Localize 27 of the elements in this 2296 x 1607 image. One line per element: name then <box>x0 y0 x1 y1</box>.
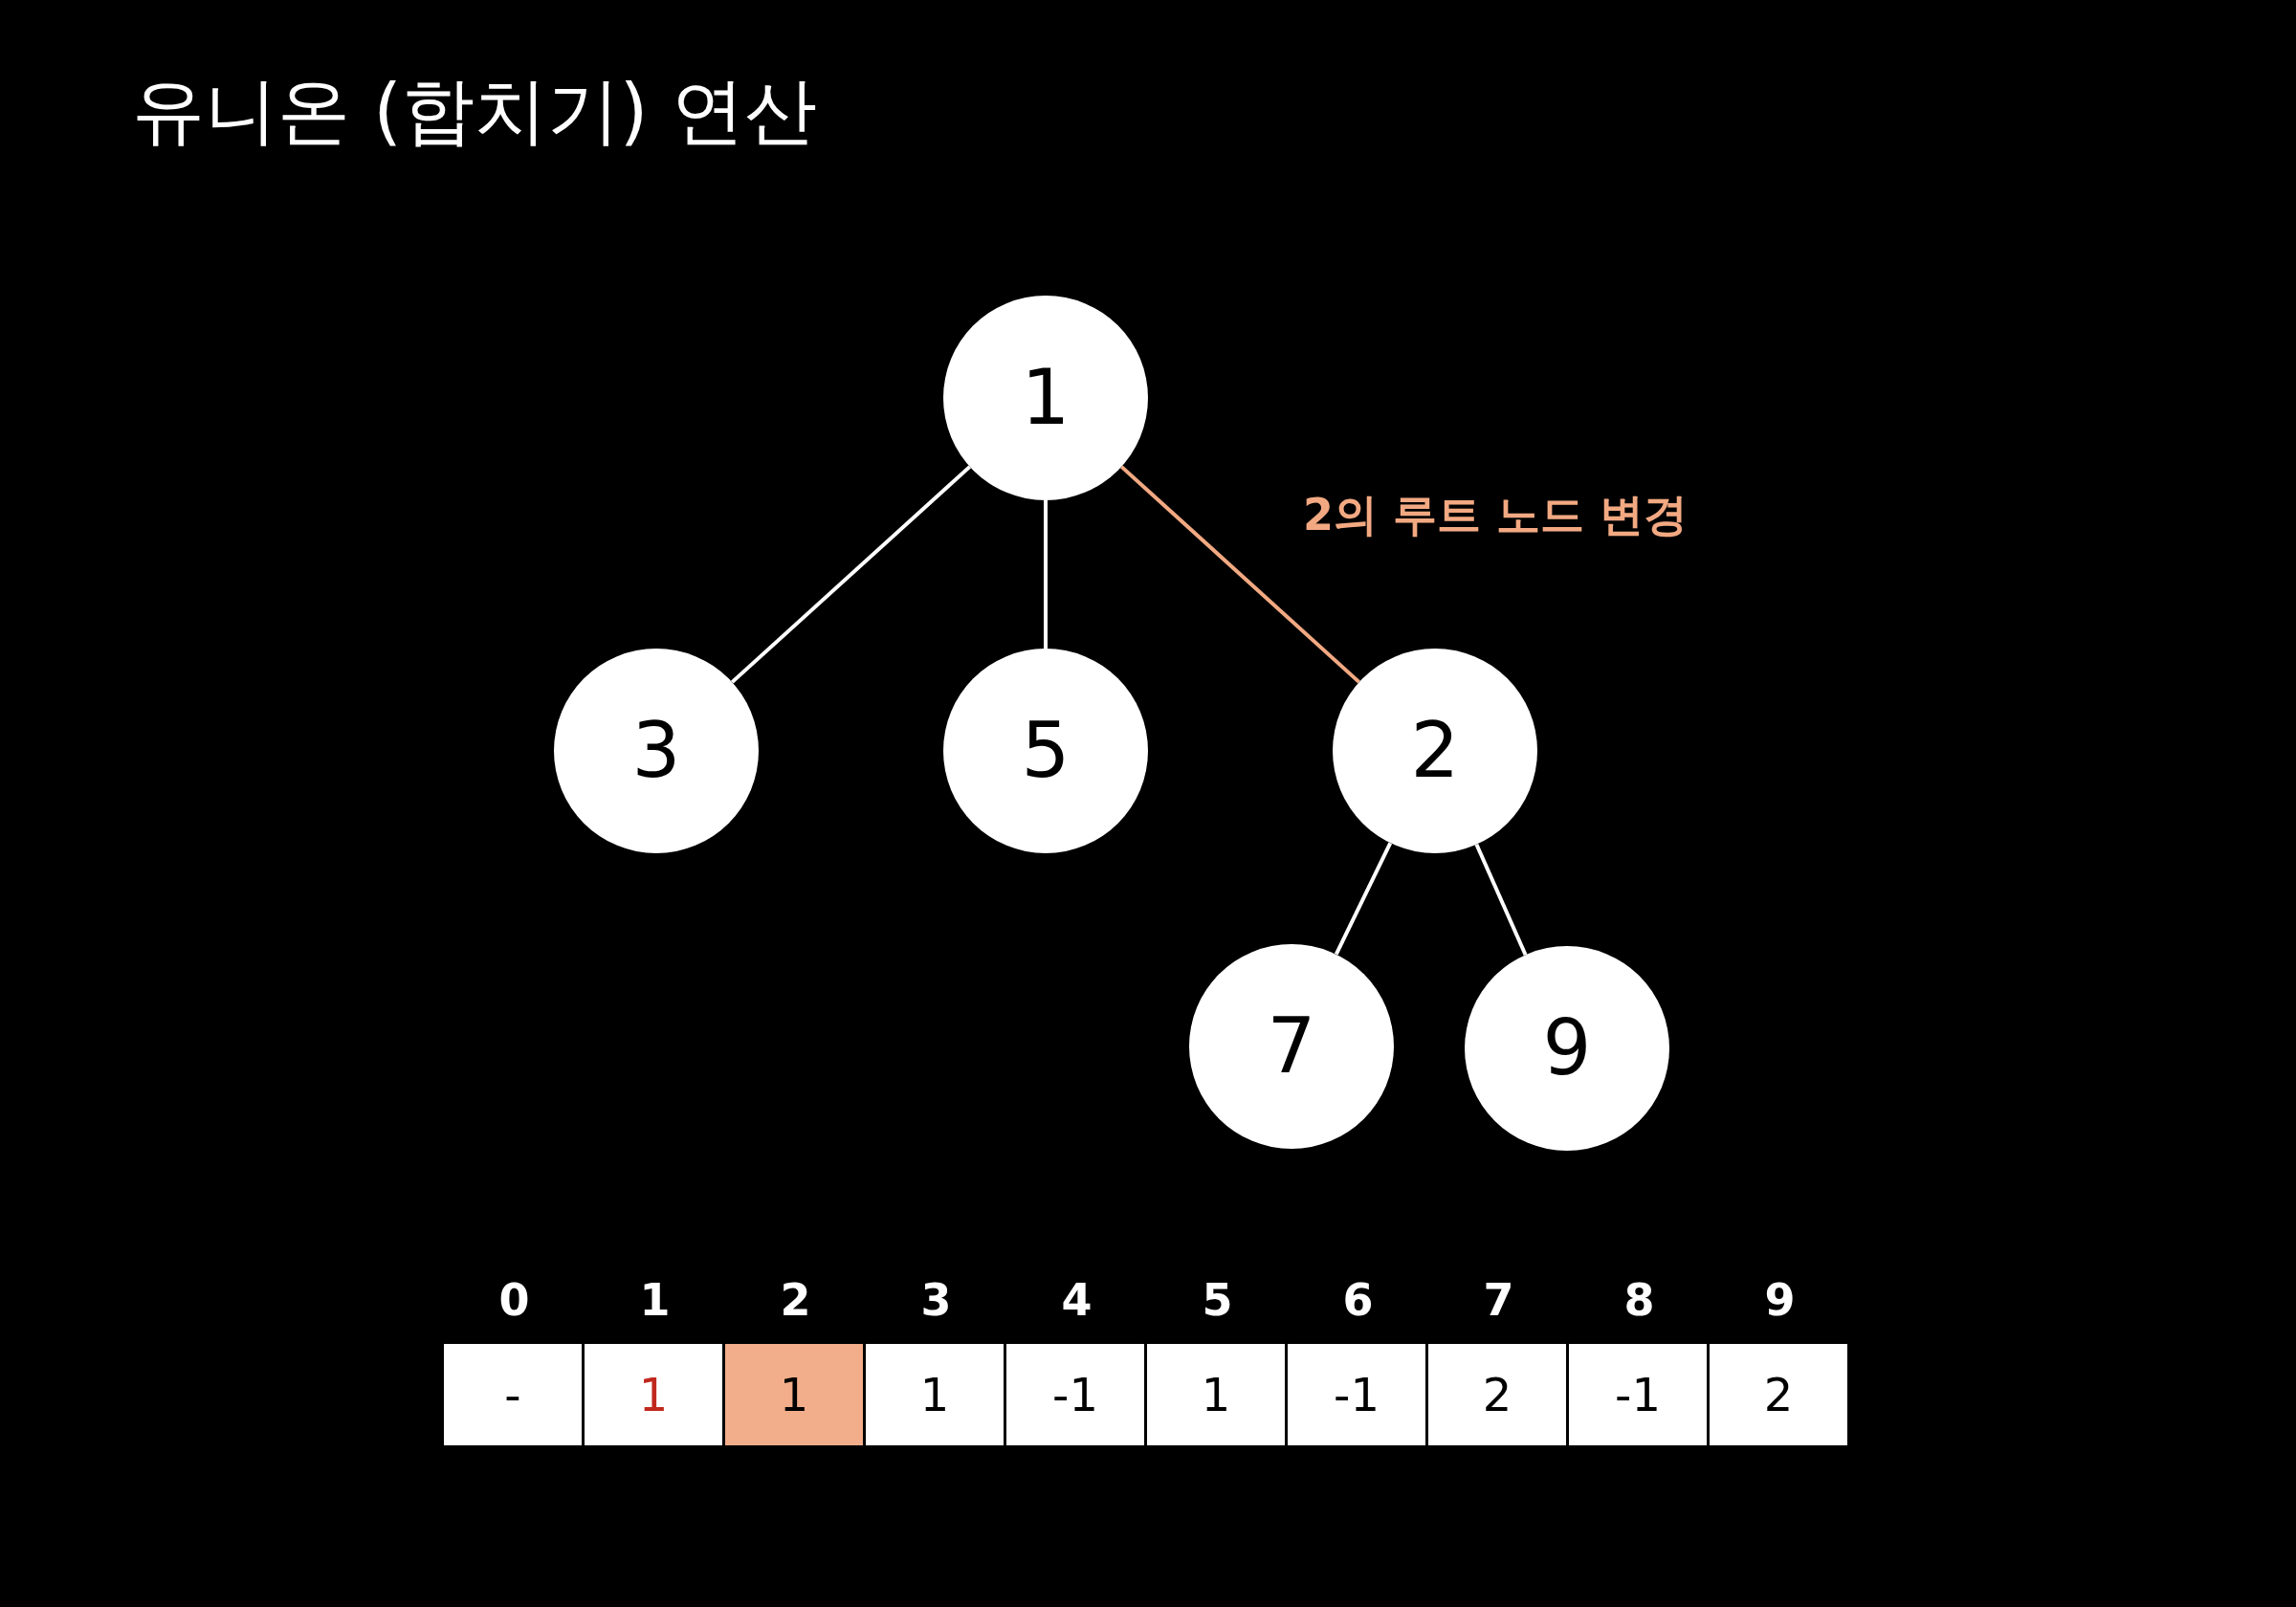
connector-line <box>1044 500 1048 649</box>
array-cell: 1 <box>866 1344 1004 1445</box>
connector-line <box>1474 844 1528 956</box>
connector-line <box>1334 842 1393 956</box>
array-cell: 1 <box>725 1344 863 1445</box>
index-label: 6 <box>1342 1273 1374 1328</box>
array-cell: 2 <box>1710 1344 1847 1445</box>
array-cell: -1 <box>1006 1344 1144 1445</box>
array-cell: -1 <box>1288 1344 1425 1445</box>
index-label: 8 <box>1623 1273 1655 1328</box>
index-label: 1 <box>639 1273 671 1328</box>
connector-line <box>1119 465 1361 684</box>
array-cell: - <box>444 1344 582 1445</box>
index-label: 2 <box>780 1273 811 1328</box>
index-label: 0 <box>498 1273 530 1328</box>
edge-label: 2의 루트 노드 변경 <box>1303 488 1689 542</box>
array-cell: 2 <box>1428 1344 1566 1445</box>
array-cell: 1 <box>1147 1344 1285 1445</box>
index-label: 5 <box>1202 1273 1233 1328</box>
title: 유니온 (합치기) 연산 <box>132 67 817 155</box>
array-cell: -1 <box>1569 1344 1707 1445</box>
connector-line <box>730 465 972 684</box>
index-label: 4 <box>1061 1273 1093 1328</box>
array-cell: 1 <box>585 1344 722 1445</box>
index-label: 9 <box>1764 1273 1796 1328</box>
index-label: 3 <box>920 1273 952 1328</box>
index-label: 7 <box>1483 1273 1514 1328</box>
